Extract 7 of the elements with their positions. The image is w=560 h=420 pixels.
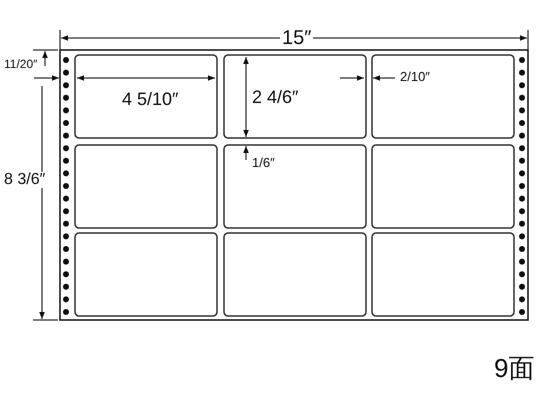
dimension-label: 4 5/10″ <box>120 90 180 108</box>
dimension-label: 1/6″ <box>250 156 277 169</box>
dimension-label: 11/20″ <box>2 58 40 70</box>
dimension-label: 8 3/6″ <box>2 172 48 188</box>
sheet-count: 9面 <box>492 355 536 381</box>
dimension-label: 2 4/6″ <box>250 88 300 106</box>
dimension-label: 2/10″ <box>398 70 432 83</box>
